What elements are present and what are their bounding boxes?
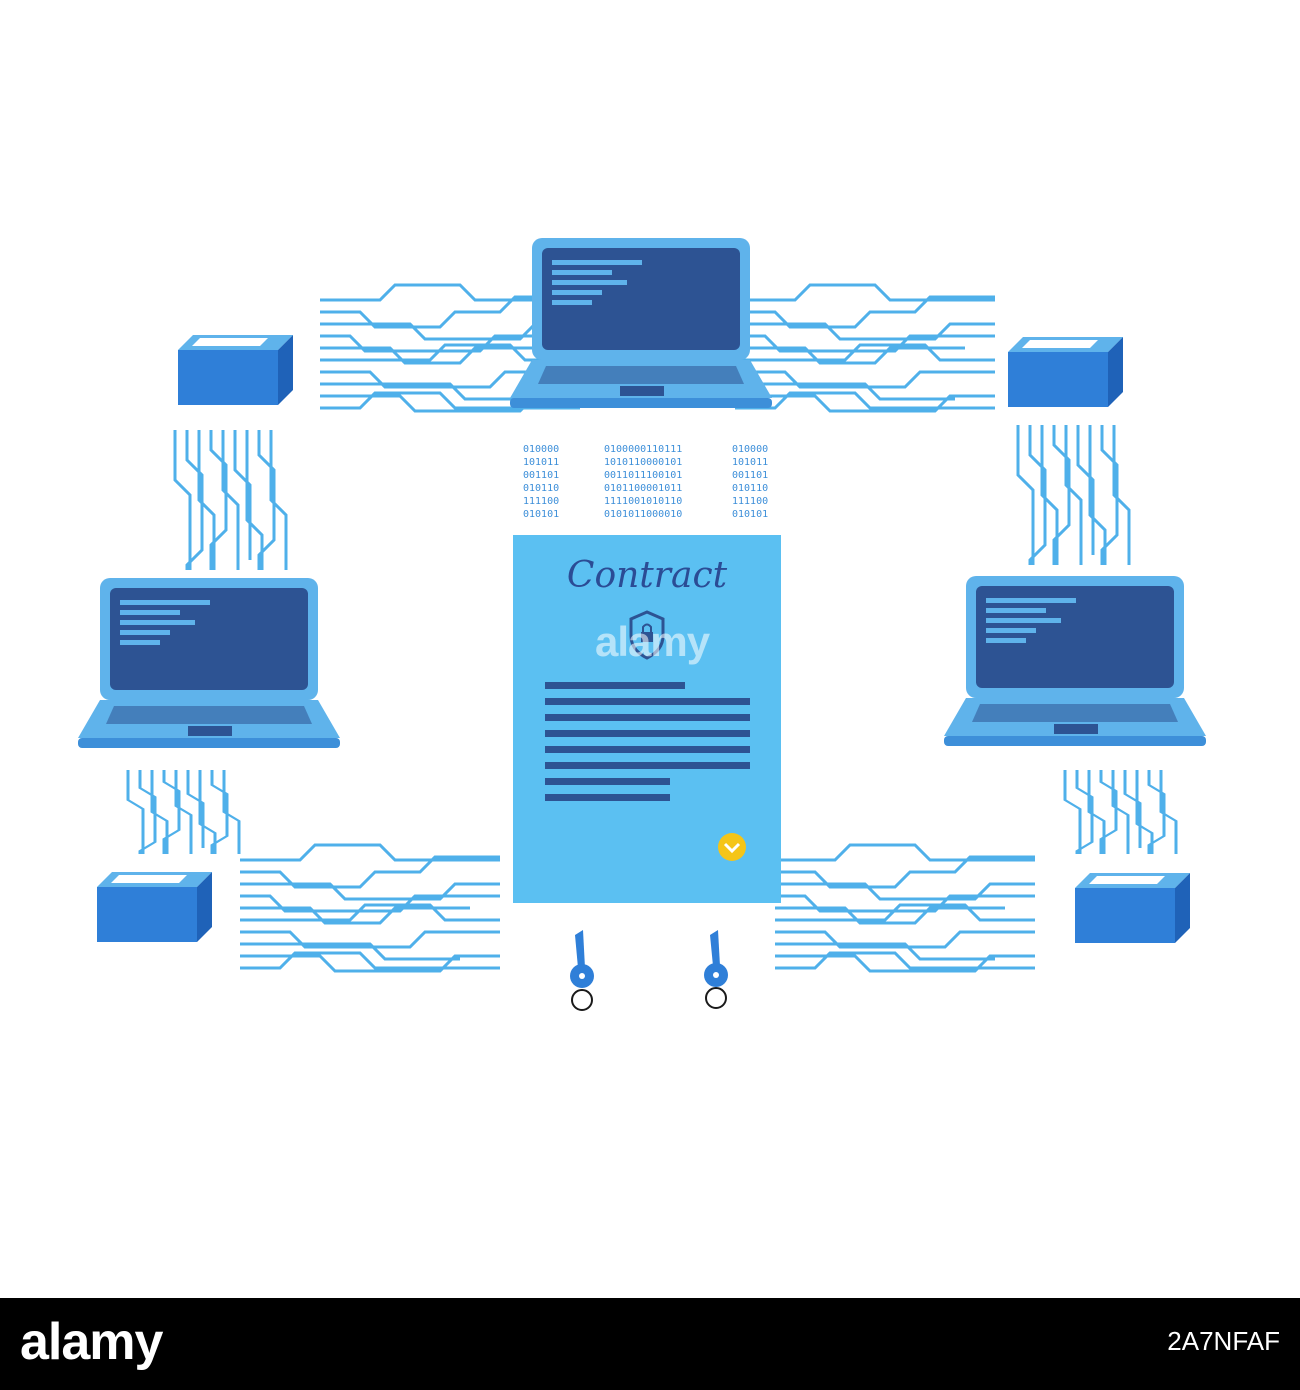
circuit-right-lower <box>1063 768 1178 856</box>
block-icon <box>1008 337 1123 407</box>
circuit-top-right <box>733 283 997 413</box>
binary-stream-center: 0100000110111 1010110000101 001101110010… <box>604 444 683 520</box>
block-icon <box>97 872 212 942</box>
binary-stream-left: 010000 101011 001101 010110 111100 01010… <box>523 444 560 520</box>
block-icon <box>1075 873 1190 943</box>
blockchain-illustration <box>78 238 1206 1011</box>
laptop-icon <box>944 576 1206 746</box>
checkmark-icon <box>718 833 746 861</box>
key-icon <box>704 930 728 1009</box>
key-icon <box>570 930 594 1011</box>
binary-stream-right: 010000 101011 001101 010110 111100 01010… <box>732 444 769 520</box>
image-id: 2A7NFAF <box>1167 1326 1280 1356</box>
laptop-icon <box>78 578 340 748</box>
footer-bar: alamy 2A7NFAF <box>0 1298 1300 1390</box>
brand-logo: alamy <box>20 1313 163 1371</box>
shield-icon <box>629 610 665 660</box>
block-icon <box>178 335 293 405</box>
laptop-icon <box>510 238 772 408</box>
circuit-right-upper <box>1016 423 1131 567</box>
circuit-bottom-left <box>238 843 502 973</box>
circuit-left-upper <box>173 428 288 572</box>
circuit-bottom-right <box>773 843 1037 973</box>
contract-title: Contract <box>566 555 728 596</box>
watermark: alamy <box>595 618 710 665</box>
circuit-left-lower <box>126 768 241 856</box>
document-text-lines <box>545 682 750 801</box>
